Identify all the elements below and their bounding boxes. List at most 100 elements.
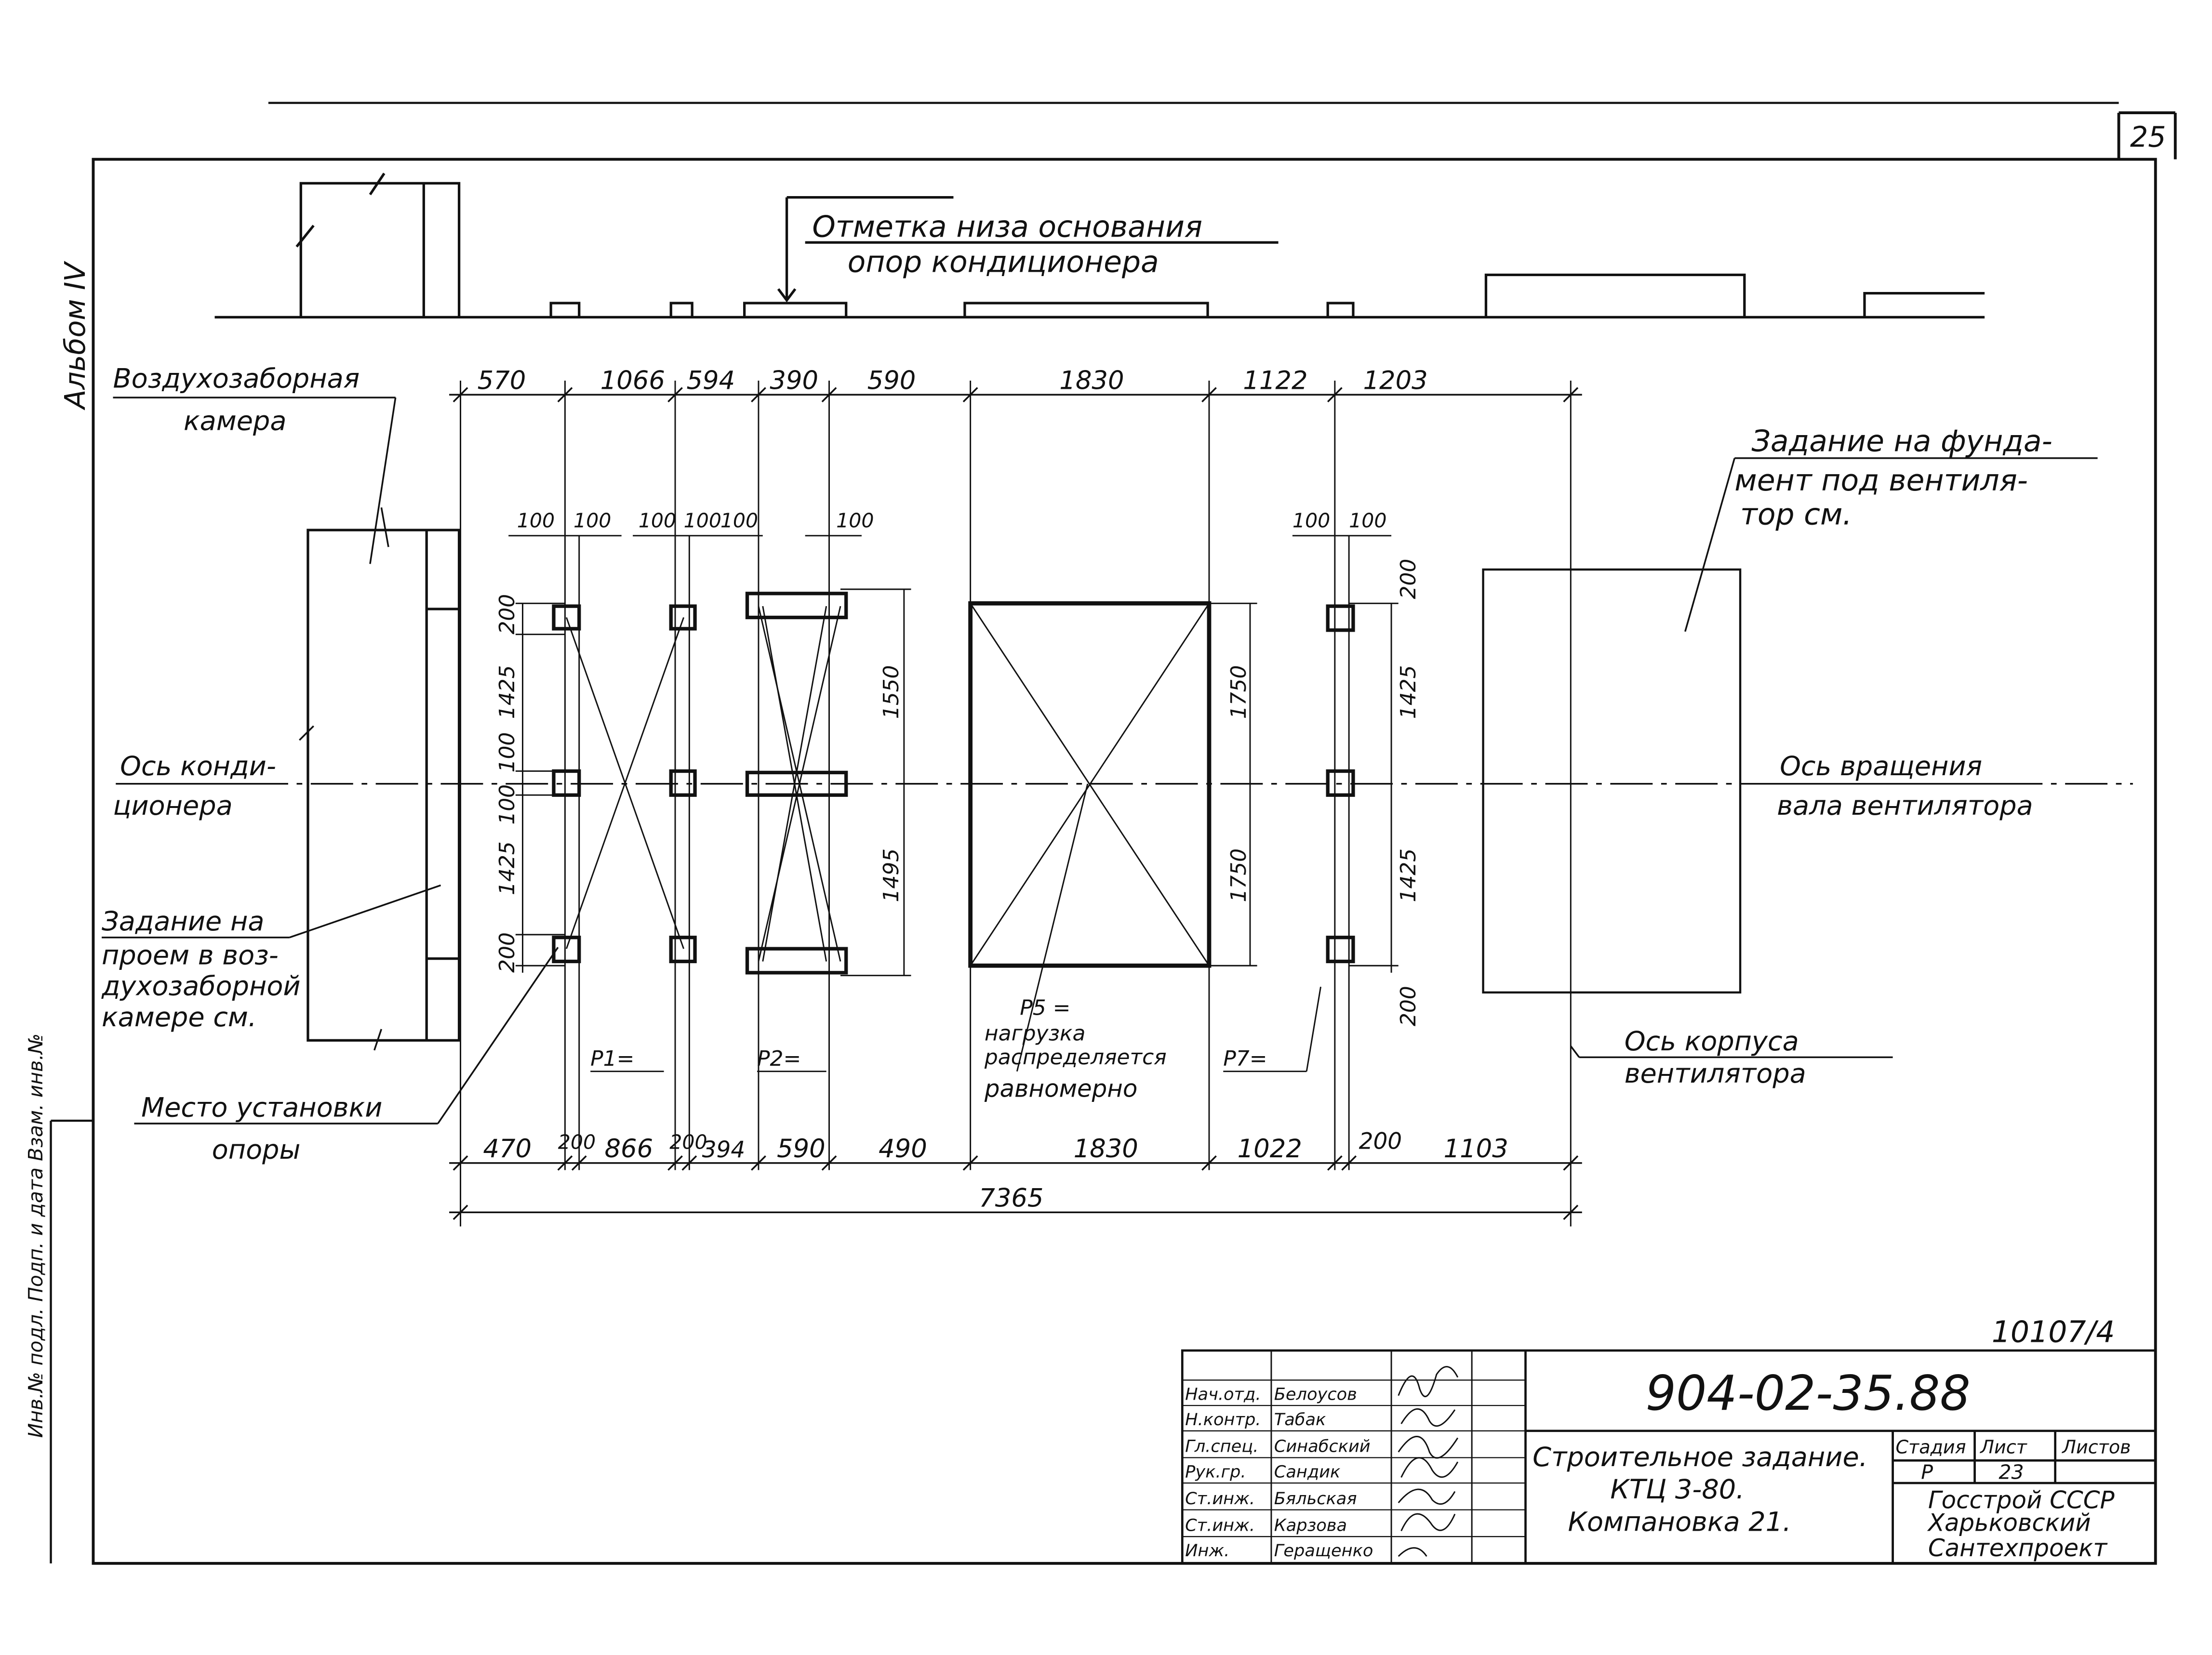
doc-title-line1: Строительное задание. bbox=[1532, 1442, 1867, 1473]
stage-value: Р bbox=[1921, 1460, 1933, 1483]
signature-marks bbox=[1398, 1366, 1459, 1557]
dim-top-7: 1122 bbox=[1243, 366, 1307, 396]
dim-100-e: 100 bbox=[720, 509, 758, 532]
fan-housing bbox=[1482, 568, 1742, 994]
dim-bottom-7: 490 bbox=[879, 1134, 927, 1164]
staff-name-7: Геращенко bbox=[1274, 1541, 1373, 1561]
dim-top-8: 1203 bbox=[1363, 366, 1427, 396]
support-pad-1 bbox=[552, 604, 581, 631]
dim-v-100-a: 100 bbox=[495, 732, 520, 773]
extension-lines bbox=[460, 380, 1572, 1227]
load-p5-line1: P5 = bbox=[1020, 996, 1070, 1020]
staff-role-1: Нач.отд. bbox=[1185, 1384, 1261, 1404]
staff-role-2: Н.контр. bbox=[1185, 1410, 1261, 1430]
dim-bottom-8: 1830 bbox=[1074, 1134, 1138, 1164]
sheet-header: Лист bbox=[1979, 1437, 2027, 1458]
support-pad-3 bbox=[552, 936, 581, 964]
foundation-note-line2: мент под вентиля- bbox=[1734, 463, 2028, 498]
dim-top-5: 590 bbox=[867, 366, 916, 396]
load-p1: P1= bbox=[590, 1046, 634, 1071]
dim-100-b: 100 bbox=[573, 509, 611, 532]
dim-100-d: 100 bbox=[684, 509, 721, 532]
load-p2: P2= bbox=[757, 1046, 801, 1071]
dim-bottom-1: 470 bbox=[483, 1134, 532, 1164]
rotation-axis-label-line1: Ось вращения bbox=[1780, 751, 1982, 782]
copy-number: 10107/4 bbox=[1992, 1315, 2115, 1350]
staff-name-5: Бяльская bbox=[1274, 1489, 1357, 1509]
dim-v-200-right-top: 200 bbox=[1396, 559, 1421, 599]
fan-housing-axis-line2: вентилятора bbox=[1625, 1058, 1806, 1089]
opening-note-line4: камере см. bbox=[102, 1002, 257, 1033]
support-pad-2 bbox=[552, 769, 581, 797]
dim-v-1425-right-top: 1425 bbox=[1396, 665, 1421, 719]
org-line2: Харьковский bbox=[1927, 1509, 2091, 1537]
dim-v-1550: 1550 bbox=[879, 665, 904, 719]
air-intake-label-line1: Воздухозаборная bbox=[113, 363, 360, 395]
dim-v-100-b: 100 bbox=[495, 784, 520, 825]
foundation-note-line1: Задание на фунда- bbox=[1751, 424, 2052, 458]
dim-bottom-10: 200 bbox=[1359, 1129, 1402, 1155]
dim-100-f: 100 bbox=[836, 509, 874, 532]
dim-v-1750-bottom: 1750 bbox=[1226, 848, 1251, 902]
support-pad-9 bbox=[1326, 936, 1355, 964]
foundation-note-line3: тор см. bbox=[1740, 497, 1852, 531]
support-pad-6 bbox=[669, 936, 697, 964]
dim-100-g: 100 bbox=[1293, 509, 1330, 532]
bottom-dimension-chain bbox=[449, 1155, 1582, 1220]
note-leaders bbox=[102, 884, 1893, 1125]
dim-top-2: 1066 bbox=[600, 366, 665, 396]
load-leaders bbox=[590, 783, 1321, 1072]
dim-top-6: 1830 bbox=[1059, 366, 1124, 396]
staff-role-5: Ст.инж. bbox=[1185, 1489, 1255, 1509]
dim-bottom-3: 866 bbox=[604, 1134, 653, 1164]
doc-title-line3: Компановка 21. bbox=[1568, 1507, 1791, 1538]
title-block-grid bbox=[1181, 1349, 2157, 1565]
elevation-note-line2: опор кондиционера bbox=[848, 245, 1159, 279]
load-p5-line2: нагрузка bbox=[985, 1021, 1085, 1046]
dim-100-h: 100 bbox=[1349, 509, 1386, 532]
doc-code: 904-02-35.88 bbox=[1646, 1366, 1971, 1421]
dim-100-a: 100 bbox=[517, 509, 555, 532]
support-crossings bbox=[565, 606, 841, 962]
load-p5-line4: равномерно bbox=[984, 1074, 1137, 1102]
staff-name-1: Белоусов bbox=[1274, 1384, 1357, 1404]
stage-header: Стадия bbox=[1895, 1437, 1966, 1458]
org-line3: Сантехпроект bbox=[1928, 1534, 2108, 1562]
dim-v-1425-top: 1425 bbox=[495, 665, 520, 719]
support-pad-7 bbox=[1326, 604, 1355, 632]
staff-role-7: Инж. bbox=[1185, 1541, 1229, 1561]
conditioner-axis-label-line2: ционера bbox=[113, 790, 232, 821]
support-note-line1: Место установки bbox=[141, 1092, 382, 1123]
dim-v-1425-bottom: 1425 bbox=[495, 841, 520, 895]
dim-bottom-5: 394 bbox=[702, 1137, 746, 1163]
support-pad-5 bbox=[669, 769, 697, 797]
vertical-dims bbox=[515, 588, 1399, 977]
dim-top-4: 390 bbox=[770, 366, 818, 396]
page-number: 25 bbox=[2130, 120, 2166, 153]
dim-v-200-top: 200 bbox=[495, 594, 520, 635]
dim-v-1495: 1495 bbox=[879, 848, 904, 902]
doc-title-line2: КТЦ 3-80. bbox=[1610, 1474, 1745, 1505]
rotation-axis-label-line2: вала вентилятора bbox=[1777, 790, 2033, 821]
load-p5-line3: распределяется bbox=[984, 1045, 1167, 1070]
org-line1: Госстрой СССР bbox=[1928, 1486, 2115, 1514]
conditioner-axis-label-line1: Ось конди- bbox=[120, 751, 276, 782]
dim-v-1425-right-bottom: 1425 bbox=[1396, 848, 1421, 902]
elevation-view bbox=[214, 172, 1985, 318]
elevation-note-line1: Отметка низа основания bbox=[812, 210, 1202, 244]
air-intake-chamber bbox=[113, 397, 461, 1051]
dim-top-3: 594 bbox=[686, 366, 735, 396]
fan-unit-frame bbox=[968, 601, 1212, 968]
dim-bottom-2: 200 bbox=[558, 1131, 596, 1154]
dim-bottom-9: 1022 bbox=[1238, 1134, 1302, 1164]
opening-note-line3: духозаборной bbox=[101, 971, 301, 1002]
dim-v-200-bottom: 200 bbox=[495, 932, 520, 973]
fan-housing-axis-line1: Ось корпуса bbox=[1625, 1026, 1799, 1057]
fan-unit-diagonals bbox=[970, 603, 1210, 967]
support-beam-3 bbox=[745, 947, 848, 975]
dim-top-1: 570 bbox=[478, 366, 526, 396]
staff-name-6: Карзова bbox=[1274, 1516, 1347, 1536]
album-label: Альбом IV bbox=[59, 261, 92, 411]
inventory-strip bbox=[50, 1119, 93, 1563]
